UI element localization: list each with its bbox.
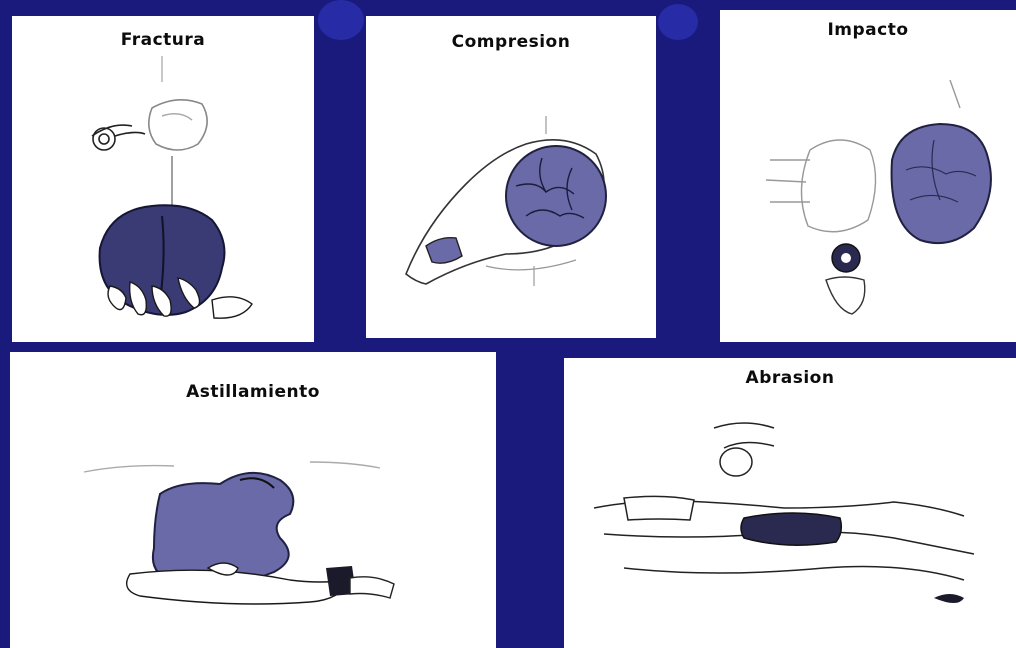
stone-compressed-on-anvil-icon [366,16,656,338]
panel-astillamiento: Astillamiento [10,352,496,648]
panel-title: Abrasion [564,368,1016,388]
hand-gripping-stone-icon [12,16,314,342]
panel-title: Fractura [12,30,314,50]
panel-fractura: Fractura [12,16,314,342]
hand-grinding-stone-icon [564,358,1016,648]
panel-impacto: Impacto [720,10,1016,342]
background-highlight [318,0,364,40]
stone-struck-by-hammerstone-icon [720,10,1016,342]
panel-abrasion: Abrasion [564,358,1016,648]
panel-compresion: Compresion [366,16,656,338]
panel-title: Compresion [366,32,656,52]
background-highlight [658,4,698,40]
panel-title: Astillamiento [10,382,496,402]
panel-title: Impacto [720,20,1016,40]
